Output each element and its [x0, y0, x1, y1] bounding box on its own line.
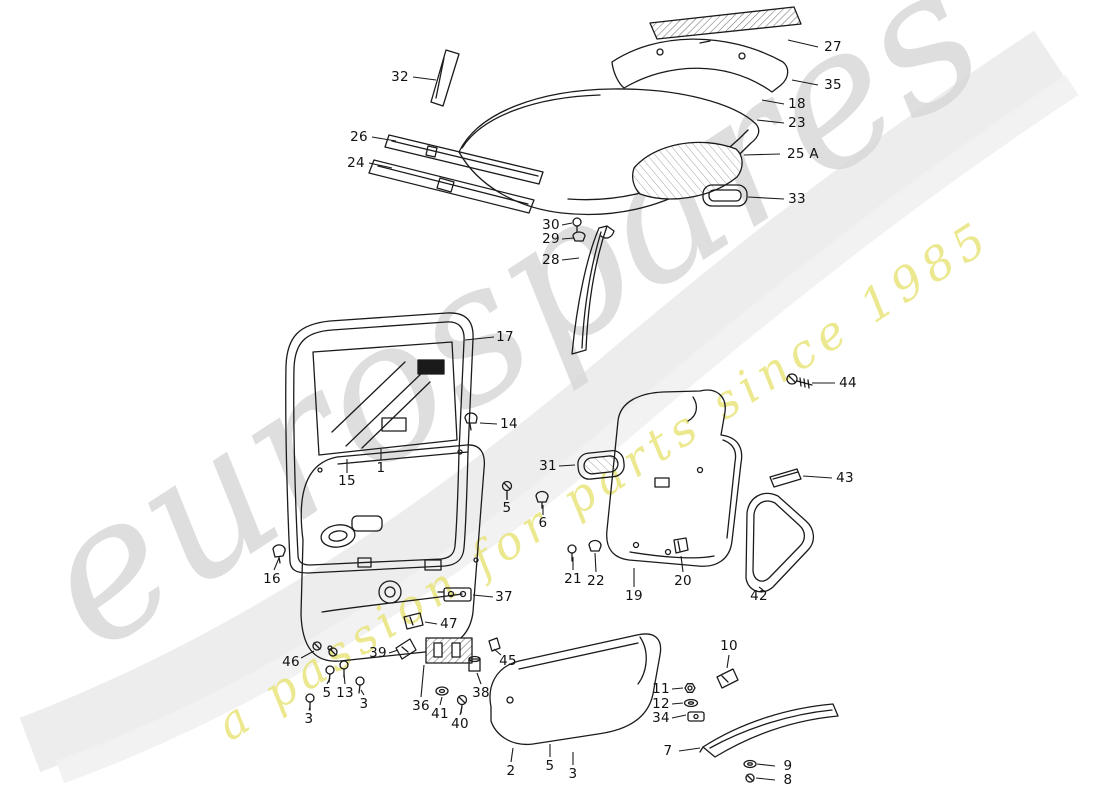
- watermark-swoosh: [19, 30, 1066, 773]
- leader-line-39: [388, 649, 399, 654]
- bracket-39: [395, 638, 417, 660]
- part-bracket-37: [437, 587, 472, 602]
- part-rear-window-strip-27: [649, 6, 802, 40]
- leader-line-23: [756, 119, 785, 124]
- clip-47: [403, 612, 424, 630]
- leader-lines: [273, 39, 835, 781]
- leader-line-22: [594, 552, 597, 573]
- washer-41: [435, 686, 449, 696]
- part-rocker-molding-7: [699, 703, 839, 758]
- leader-line-10: [726, 654, 730, 669]
- leader-line-42: [758, 586, 764, 591]
- fastener-44: [786, 373, 813, 389]
- nut-11: [684, 683, 696, 693]
- part-pillar-strip-32: [430, 49, 460, 107]
- leader-line-13: [343, 673, 346, 685]
- leader-line-46: [300, 650, 315, 659]
- leader-line-36: [420, 664, 425, 698]
- fasteners-46: [312, 641, 338, 657]
- clip-20: [673, 537, 689, 554]
- leader-line-18: [761, 99, 785, 105]
- clip-10: [716, 668, 739, 689]
- leader-line-41: [439, 696, 443, 706]
- leader-line-47: [424, 621, 438, 625]
- part-window-guide-28: [571, 225, 615, 355]
- leader-line-14: [479, 422, 498, 425]
- leader-line-40: [459, 706, 463, 716]
- leader-line-20: [680, 555, 684, 573]
- part-quarter-seal-42: [745, 492, 815, 593]
- leader-line-17: [464, 336, 495, 341]
- washer-12: [683, 698, 699, 708]
- leader-line-32: [412, 76, 437, 81]
- leader-line-9: [756, 763, 776, 767]
- watermark-brand-text: eurospares: [0, 0, 1020, 693]
- leader-line-33: [747, 196, 785, 200]
- watermark-swoosh-2: [55, 74, 1079, 784]
- part-door-pull-31: [577, 450, 625, 480]
- fastener-29: [572, 231, 586, 242]
- plate-36: [425, 637, 473, 664]
- clip-45: [488, 637, 501, 652]
- leader-line-31: [558, 464, 576, 467]
- leader-line-3: [360, 689, 365, 696]
- plug-22: [588, 539, 602, 552]
- plug-6: [535, 490, 549, 509]
- washer-9: [743, 759, 757, 769]
- leader-line-43: [802, 475, 833, 479]
- leader-line-27: [787, 39, 819, 48]
- leader-line-3: [308, 706, 311, 711]
- fastener-40: [456, 694, 468, 714]
- part-sill-panel-2: [489, 633, 662, 746]
- leader-line-11: [671, 687, 684, 690]
- part-door-panel-1: [300, 444, 486, 662]
- plug-16: [272, 544, 286, 564]
- leader-line-35: [791, 79, 819, 86]
- part-door-window-15: [312, 341, 458, 456]
- watermark: eurospares a passion for parts since 198…: [0, 0, 1079, 784]
- leader-line-30: [561, 222, 573, 226]
- leader-line-38: [476, 672, 482, 685]
- leader-line-34: [671, 714, 687, 719]
- leader-line-2: [510, 747, 514, 763]
- part-rail-24: [368, 159, 535, 214]
- part-grab-handle-33: [702, 184, 748, 207]
- leader-line-26: [371, 136, 397, 142]
- leader-line-29: [561, 237, 575, 240]
- fastener-21: [567, 544, 577, 562]
- plug-14: [464, 412, 478, 431]
- leader-line-28: [561, 257, 580, 261]
- leader-line-25A: [743, 153, 781, 156]
- part-38: [468, 655, 481, 672]
- leader-line-12: [671, 702, 684, 705]
- fastener-3b: [355, 676, 365, 694]
- fastener-8: [745, 773, 755, 783]
- leader-line-24: [368, 162, 393, 169]
- leader-line-16: [273, 557, 280, 571]
- leader-line-5: [326, 677, 331, 685]
- part-rail-26: [384, 134, 544, 185]
- part-side-panel-19: [606, 389, 743, 567]
- part-wedge-43: [769, 468, 802, 488]
- leader-line-7: [678, 747, 701, 752]
- leader-line-8: [755, 777, 776, 781]
- bracket-34: [687, 711, 705, 722]
- part-roof-bow-35: [611, 38, 789, 93]
- parts-artwork: [272, 6, 839, 783]
- part-door-seal-17: [285, 312, 474, 574]
- fastener-30: [572, 217, 582, 233]
- leader-line-37: [472, 594, 494, 598]
- leader-line-45: [493, 648, 502, 656]
